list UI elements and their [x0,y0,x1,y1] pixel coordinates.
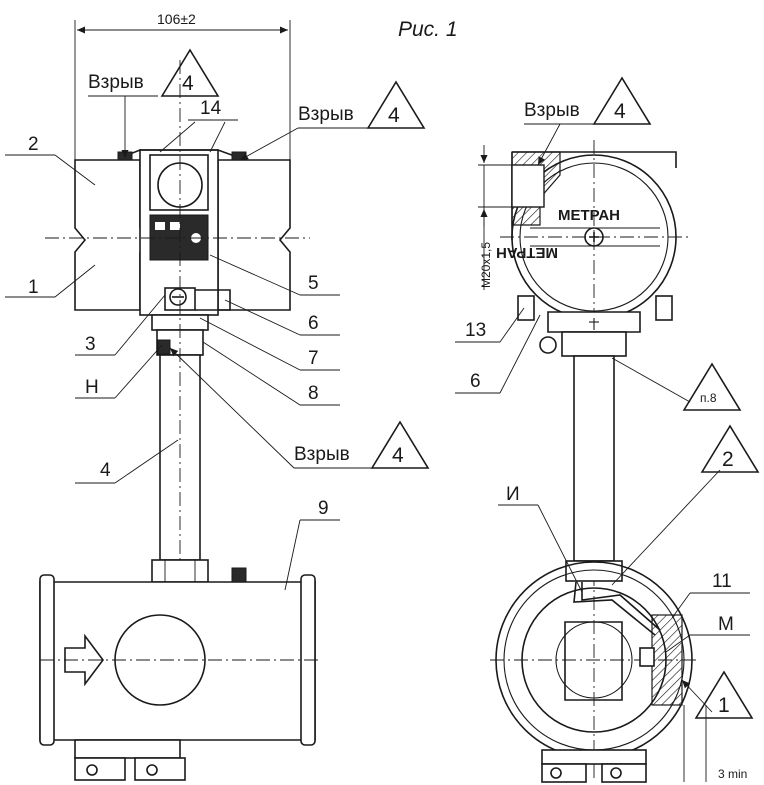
brand-bottom: МЕТРАН [496,244,558,261]
label-14: 14 [200,98,222,119]
p8-triangle-label: п.8 [700,391,717,405]
one-triangle-number: 1 [718,694,730,717]
vzryv-triangle-1-number: 4 [182,72,194,95]
width-dimension: 106±2 [74,11,291,160]
label-7: 7 [308,348,319,369]
min-gap-label: 3 min [718,767,747,781]
label-I: И [506,484,520,505]
label-H: Н [85,377,99,398]
label-2: 2 [28,134,39,155]
vzryv-label-3: Взрыв [294,444,350,465]
label-8: 8 [308,383,319,404]
vzryv-label-1: Взрыв [88,72,144,93]
width-dimension-label: 106±2 [157,11,196,27]
left-leaders: 2 1 3 Н 4 5 6 7 8 9 [5,48,430,591]
vzryv-triangle-2-number: 4 [388,104,400,127]
label-13: 13 [465,320,486,341]
label-5: 5 [308,273,319,294]
label-M: М [718,614,734,635]
figure-title: Рис. 1 [398,18,458,41]
thread-label: M20x1,5 [479,242,493,288]
label-9: 9 [318,498,329,519]
label-1: 1 [28,277,39,298]
label-6a: 6 [308,313,319,334]
label-6b: 6 [470,371,481,392]
left-view [39,60,320,781]
vzryv-label-4: Взрыв [524,100,580,121]
label-11: 11 [712,571,732,592]
brand-top: МЕТРАН [558,207,620,224]
vzryv-label-2: Взрыв [298,104,354,125]
right-view: МЕТРАН МЕТРАН [490,140,707,783]
two-triangle-number: 2 [722,448,734,471]
vzryv-triangle-4-number: 4 [614,100,626,123]
right-leaders: Взрыв 4 M20x1,5 13 6 п.8 2 И 11 [455,76,760,781]
label-4: 4 [100,460,111,481]
label-3: 3 [85,334,96,355]
vzryv-triangle-3-number: 4 [392,444,404,467]
